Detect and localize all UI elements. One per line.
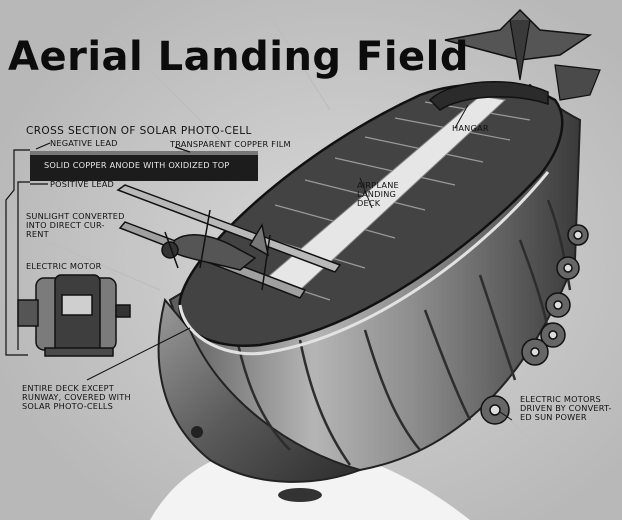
motors-driven-line-1: ELECTRIC MOTORS xyxy=(520,394,601,404)
negative-lead-label: NEGATIVE LEAD xyxy=(50,138,118,148)
hangar xyxy=(428,80,549,111)
motor-pod xyxy=(556,256,580,280)
motors-driven-line-2: DRIVEN BY CONVERT- xyxy=(520,403,612,413)
copper-anode-layer xyxy=(30,155,258,181)
anode-label: SOLID COPPER ANODE WITH OXIDIZED TOP xyxy=(44,160,230,170)
electric-motor-label: ELECTRIC MOTOR xyxy=(26,261,102,271)
electric-motor-illustration xyxy=(17,274,131,357)
sunlight-line-1: SUNLIGHT CONVERTED xyxy=(26,211,125,221)
sunlight-line-3: RENT xyxy=(26,229,49,239)
transparent-film-label: TRANSPARENT COPPER FILM xyxy=(170,139,291,149)
motor-pod xyxy=(540,322,566,348)
motor-pod xyxy=(521,338,549,366)
entire-deck-line-1: ENTIRE DECK EXCEPT xyxy=(22,383,114,393)
motors-driven-label: ELECTRIC MOTORS DRIVEN BY CONVERT- ED SU… xyxy=(520,395,612,422)
landing-deck-line-2: LANDING xyxy=(357,189,397,199)
entire-deck-label: ENTIRE DECK EXCEPT RUNWAY, COVERED WITH … xyxy=(22,384,131,411)
cross-section-title: CROSS SECTION OF SOLAR PHOTO-CELL xyxy=(26,125,252,137)
sunlight-line-2: INTO DIRECT CUR- xyxy=(26,220,105,230)
motor-pod xyxy=(567,224,589,246)
positive-lead-label: POSITIVE LEAD xyxy=(50,179,115,189)
entire-deck-line-2: RUNWAY, COVERED WITH xyxy=(22,392,131,402)
copper-film-layer xyxy=(30,151,258,155)
landing-deck-line-3: DECK xyxy=(357,198,381,208)
entire-deck-line-3: SOLAR PHOTO-CELLS xyxy=(22,401,114,411)
motors-driven-line-3: ED SUN POWER xyxy=(520,412,587,422)
motor-pod xyxy=(545,292,571,318)
page-title: Aerial Landing Field xyxy=(8,34,469,80)
hangar-label: HANGAR xyxy=(452,123,489,133)
sunlight-label: SUNLIGHT CONVERTED INTO DIRECT CUR- RENT xyxy=(26,212,125,239)
airship-nose xyxy=(157,297,364,483)
landing-deck-line-1: AIRPLANE xyxy=(357,180,399,190)
landing-deck-label: AIRPLANE LANDING DECK xyxy=(357,181,399,208)
motor-pod xyxy=(480,395,510,425)
